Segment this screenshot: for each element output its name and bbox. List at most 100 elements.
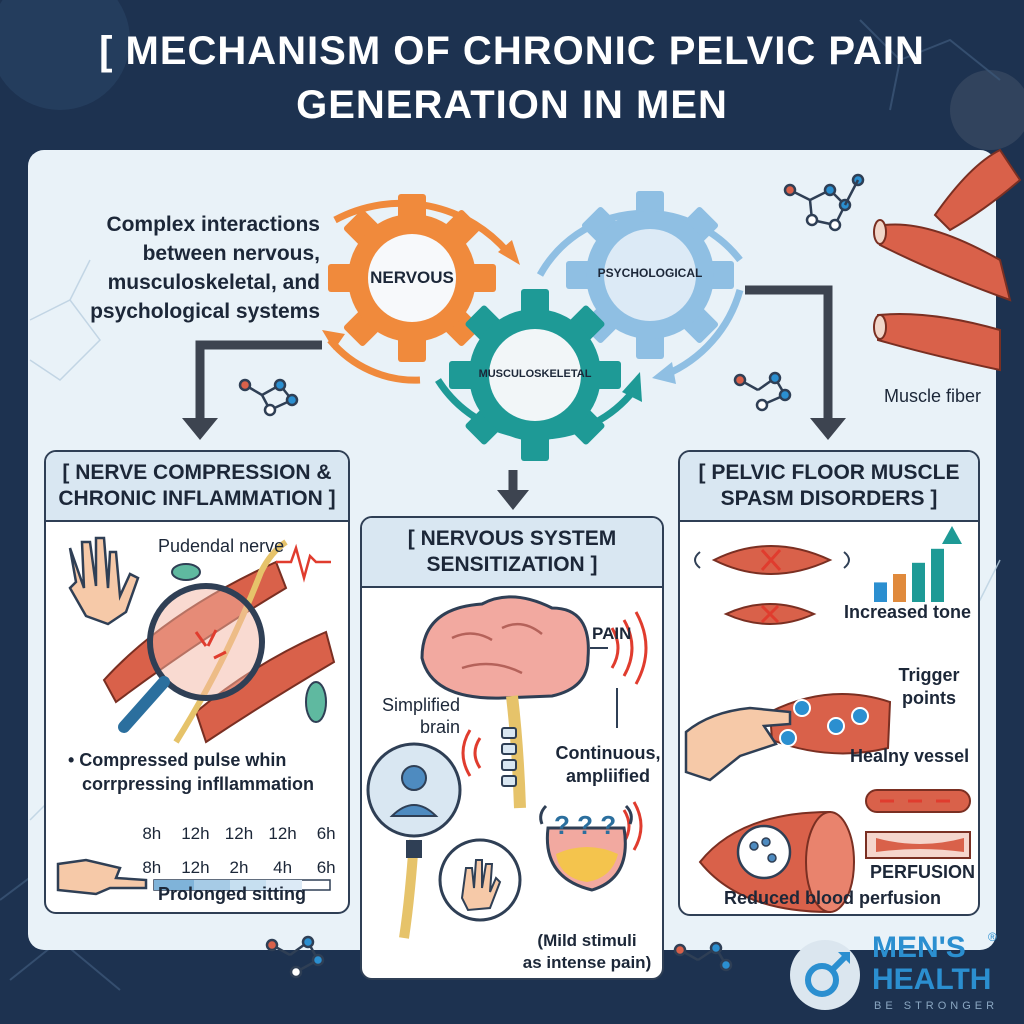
scale-bottom-value: 2h [229,858,249,877]
nervous-sensitization-box: [ NERVOUS SYSTEM SENSITIZATION ] [360,516,664,980]
muscle-fiber-illustration [873,148,1022,372]
nervous-gear-icon [328,194,496,362]
gear-label-psychological: PSYCHOLOGICAL [597,266,703,280]
brain-label-line-2: brain [419,717,460,737]
trigger-line-2: points [902,688,956,708]
intro-line-4: psychological systems [90,300,320,323]
page-title: [ MECHANISM OF CHRONIC PELVIC PAIN GENER… [40,24,984,132]
continuous-line-2: ampliified [565,766,650,786]
logo-mars-icon [805,952,850,997]
psychological-gear-icon [566,191,734,359]
heading-line-2: SENSITIZATION ] [426,553,598,576]
trigger-line-1: Trigger [898,665,960,685]
molecule-icon [733,371,792,412]
title-line-1: [ MECHANISM OF CHRONIC PELVIC PAIN [99,29,925,73]
pointing-hand-icon [56,858,148,896]
nerve-compression-heading: [ NERVE COMPRESSION & CHRONIC INFLAMMATI… [46,452,348,522]
narrowed-vessel-icon [865,831,971,859]
time-scale-bar [153,879,331,891]
logo-tagline: BE STRONGER [874,1000,999,1012]
molecule-icon [673,941,733,972]
tone-bar [874,582,887,602]
simplified-brain-label: Simplified brain [374,694,460,738]
question-marks: ? ? ? [554,810,617,840]
pudendal-nerve-label: Pudendal nerve [158,536,285,556]
compression-note-line-1: • Compressed pulse whin [68,750,287,770]
arrow-to-left-box [195,340,322,420]
brain-label-line-1: Simplified [381,695,460,715]
intro-line-2: between nervous, [142,242,320,265]
molecule-icon [265,935,325,979]
logo-line-2: HEALTH [872,963,992,996]
heading-line-2: CHRONIC INFLAMMATION ] [58,487,336,510]
tone-bar [931,548,944,602]
sensitization-illustration [366,595,648,939]
muscle-spasm-icon [694,545,850,625]
intro-line-3: musculoskeletal, and [107,271,320,294]
scale-top-value: 12h [181,824,210,843]
continuous-amplified-label: Continuous, ampliified [554,742,662,788]
gear-label-nervous: NERVOUS [370,268,454,287]
healthy-vessel-label: Healny vessel [850,746,970,766]
nervous-cycle-arrows [322,199,520,384]
mild-stimuli-note: (Mild stimuli as intense pain) [512,930,662,974]
heading-line-1: [ PELVIC FLOOR MUSCLE [698,461,960,484]
reduced-perfusion-label: Reduced blood perfusion [724,888,942,908]
intro-line-1: Complex interactions [106,213,320,236]
logo-text: MEN'S HEALTH [872,932,991,996]
pain-signal-icon [461,611,648,851]
scale-top-value: 6h [316,824,336,843]
gear-label-musculoskeletal: MUSCULOSKELETAL [478,368,592,380]
trigger-points-label: Trigger points [894,664,964,710]
bacteria-icon [305,681,327,723]
arrow-to-right-box [745,285,833,420]
continuous-line-1: Continuous, [555,743,661,763]
intro-text: Complex interactions between nervous, mu… [70,210,320,326]
increased-tone-label: Increased tone [844,602,972,622]
hand-icon [68,536,140,626]
logo-registered-mark: ® [988,930,997,944]
time-scale-top: 8h 12h 12h 12h 6h [130,824,348,844]
scale-top-value: 12h [224,824,254,843]
pulse-icon [276,543,331,583]
scale-top-value: 8h [142,824,162,843]
molecule-icon [238,378,299,417]
nerve-compression-illustration [56,536,336,896]
bacteria-icon [171,563,201,581]
blood-flow-icon [736,824,792,880]
logo-emblem [790,940,860,1010]
nerve-compression-box: [ NERVE COMPRESSION & CHRONIC INFLAMMATI… [44,450,350,914]
brain-icon [420,595,590,700]
tone-bar [893,574,906,602]
heading-line-1: [ NERVE COMPRESSION & [62,461,332,484]
pressing-hand-icon [684,706,792,782]
mild-stimuli-line-1: (Mild stimuli [537,931,637,950]
trigger-point-icon [779,699,869,747]
pelvic-floor-box: [ PELVIC FLOOR MUSCLE SPASM DISORDERS ] [678,450,980,916]
pelvic-floor-illustration [684,526,971,914]
scale-bottom-value: 4h [273,858,293,877]
tone-bar [912,562,925,602]
scale-bottom-value: 6h [316,858,336,877]
scale-bottom-value: 8h [142,858,162,877]
pain-label: PAIN [592,624,632,643]
heading-line-1: [ NERVOUS SYSTEM [407,527,617,550]
title-line-2: GENERATION IN MEN [296,83,728,127]
increased-tone-chart [874,548,944,602]
heading-line-2: SPASM DISORDERS ] [720,487,938,510]
mild-stimuli-line-2: as intense pain) [522,953,652,972]
perfusion-label: PERFUSION [870,862,976,882]
pelvic-floor-heading: [ PELVIC FLOOR MUSCLE SPASM DISORDERS ] [680,452,978,522]
increase-arrow-icon [942,526,962,544]
scale-top-value: 12h [268,824,297,843]
healthy-vessel-icon [865,789,971,813]
logo-line-1: MEN'S [872,931,966,964]
arrow-head-middle [497,490,529,510]
muscle-fiber-label: Muscle fiber [884,386,982,406]
scale-bottom-value: 12h [181,858,210,877]
time-scale-bottom: 8h 12h 2h 4h 6h [130,858,348,878]
compression-note: • Compressed pulse whin corrpressing inf… [68,748,314,796]
musculoskeletal-gear-icon [449,289,621,461]
prolonged-sitting-label: Prolonged sitting [158,884,306,904]
